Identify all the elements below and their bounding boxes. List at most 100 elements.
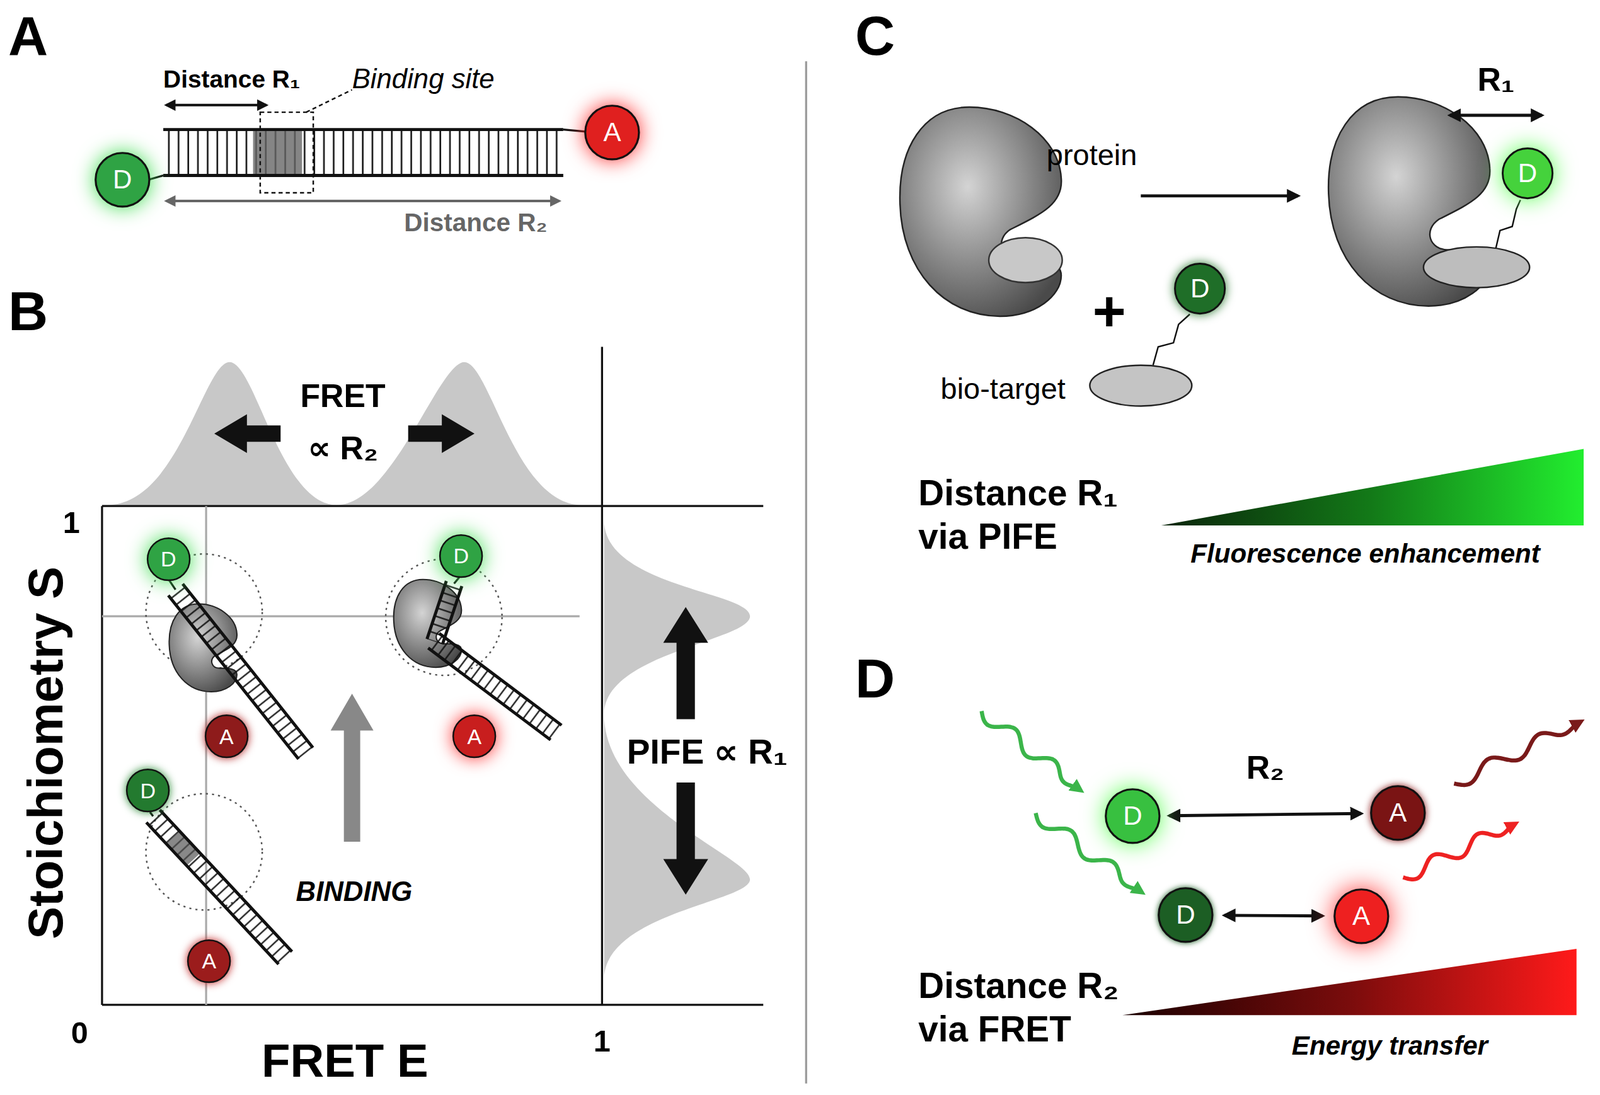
gradient-label: Energy transfer — [1291, 1029, 1488, 1062]
block-arrow — [663, 782, 709, 895]
binding-arrow — [330, 693, 374, 842]
panel-letter: A — [8, 2, 48, 69]
fret-histogram — [107, 362, 582, 506]
fret-label: FRET ∝ R₂ — [291, 369, 394, 475]
dye-letter: D — [1156, 886, 1215, 944]
dna-strand — [163, 173, 564, 178]
dye-letter: A — [1369, 784, 1427, 842]
distance-arrow — [1224, 913, 1323, 918]
distance-label: R₂ — [1246, 748, 1285, 788]
axis-line — [100, 506, 103, 1006]
axis-line — [102, 1003, 764, 1006]
dna-rungs — [146, 809, 292, 965]
pife-label: PIFE ∝ R₁ — [627, 730, 788, 773]
distance-label: Distance R₂ — [403, 207, 547, 239]
plus-sign: + — [1092, 276, 1127, 346]
photon-wave — [1402, 824, 1514, 880]
axis-line — [102, 505, 764, 508]
donor-dye: D — [1501, 146, 1554, 200]
dna-strand — [182, 584, 314, 749]
donor-dye: D — [438, 533, 484, 579]
distance-label: R₁ — [1477, 59, 1515, 99]
axis-tick: 1 — [63, 504, 81, 541]
bio-target-shape — [1089, 365, 1192, 407]
bio-target-label: bio-target — [940, 371, 1066, 407]
dna-ladder — [427, 581, 462, 645]
distance-label: Distance R₁ — [163, 64, 300, 95]
binding-pocket — [988, 237, 1063, 283]
bio-target-shape — [1423, 247, 1530, 288]
dye-letter: D — [125, 768, 171, 813]
acceptor-dye: A — [1369, 784, 1427, 842]
guide-line — [204, 506, 207, 1006]
axis-tick: 1 — [593, 1022, 611, 1060]
pife-zone — [146, 794, 263, 911]
panel-letter: D — [855, 645, 895, 712]
dye-letter: D — [1173, 262, 1227, 316]
distance-arrow — [166, 103, 267, 107]
dye-linker — [148, 175, 164, 180]
panel-letter: B — [8, 277, 48, 345]
protein-label: protein — [1046, 137, 1138, 173]
donor-dye: D — [93, 151, 152, 209]
acceptor-dye: A — [451, 713, 497, 759]
dye-linker — [169, 580, 176, 590]
gradient-label: Fluorescence enhancement — [1190, 538, 1540, 571]
dye-linker — [149, 812, 154, 817]
method-label: Distance R₂ via FRET — [918, 964, 1159, 1052]
dna-strand — [160, 809, 293, 952]
dye-letter: D — [146, 536, 191, 582]
binding-site-label: Binding site — [352, 61, 495, 95]
dye-linker — [563, 129, 587, 132]
dye-letter: A — [583, 103, 641, 162]
dye-linker — [1153, 314, 1190, 366]
photon-wave — [1453, 722, 1580, 786]
dye-letter: A — [204, 713, 249, 759]
donor-dye: D — [1173, 262, 1227, 316]
dye-letter: D — [1104, 787, 1162, 846]
dye-linker — [454, 577, 460, 585]
dye-letter: A — [186, 938, 232, 984]
acceptor-dye: A — [583, 103, 641, 162]
acceptor-dye: A — [204, 713, 249, 759]
leader-line — [306, 89, 353, 113]
donor-dye: D — [146, 536, 191, 582]
block-arrow — [663, 606, 709, 720]
distance-arrow — [1450, 114, 1543, 118]
distance-arrow — [166, 199, 559, 203]
dna-rungs — [427, 633, 562, 740]
dna-ladder — [168, 584, 313, 760]
panel-divider — [805, 61, 808, 1084]
donor-dye: D — [125, 768, 171, 813]
dye-letter: D — [93, 151, 152, 209]
dna-rungs — [427, 581, 462, 645]
dye-letter: D — [438, 533, 484, 579]
dna-strand — [427, 581, 447, 639]
protein-shape — [899, 107, 1062, 317]
dna-ladder — [427, 633, 562, 740]
axis-line — [601, 347, 604, 1006]
dye-letter: A — [451, 713, 497, 759]
dye-letter: D — [1501, 146, 1554, 200]
panel-letter: C — [855, 2, 895, 69]
axis-title: FRET E — [261, 1032, 429, 1089]
binding-site-box — [260, 112, 314, 193]
acceptor-dye: A — [1332, 887, 1391, 946]
dye-letter: A — [1332, 887, 1391, 946]
block-arrow — [408, 414, 475, 454]
photon-wave — [981, 711, 1080, 791]
dna-rungs — [168, 584, 313, 760]
acceptor-dye: A — [186, 938, 232, 984]
dna-ladder — [146, 809, 292, 965]
axis-tick: 0 — [71, 1014, 89, 1052]
reaction-arrow — [1140, 194, 1298, 198]
dna-ladder — [165, 129, 561, 176]
binding-label: BINDING — [296, 875, 413, 909]
block-arrow — [214, 414, 281, 454]
donor-dye: D — [1156, 886, 1215, 944]
dna-strand — [163, 127, 564, 132]
donor-dye: D — [1104, 787, 1162, 846]
enhancement-wedge — [1161, 448, 1584, 525]
axis-title: Stoichiometry S — [16, 566, 75, 940]
dye-linker — [1496, 199, 1521, 248]
